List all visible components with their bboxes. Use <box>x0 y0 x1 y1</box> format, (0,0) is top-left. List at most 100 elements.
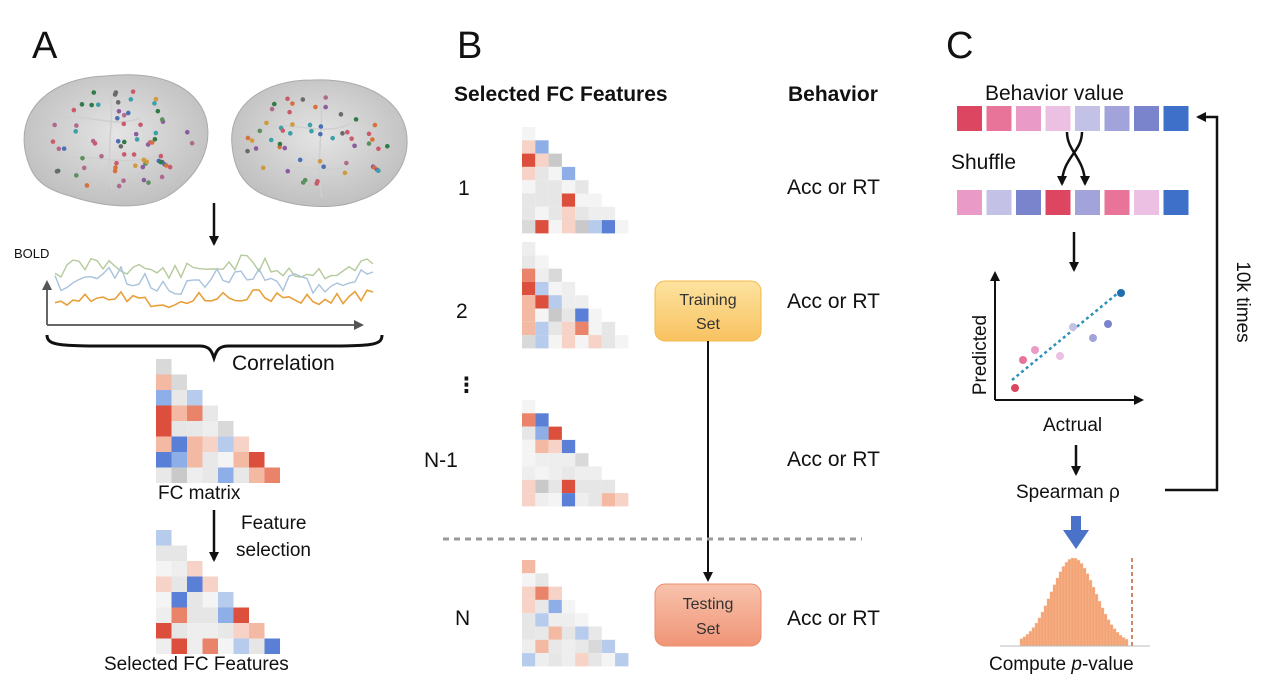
histogram-bar <box>1046 598 1051 647</box>
selected-fc-cell <box>202 607 218 623</box>
brain-region-dot <box>330 135 335 141</box>
feature-matrix-1-cell <box>522 140 536 154</box>
fc-matrix-cell <box>218 421 234 437</box>
selected-fc-cell <box>171 638 187 654</box>
brain-region-dot <box>91 90 97 95</box>
brain-region-dot <box>155 108 161 114</box>
fc-matrix-cell <box>171 374 187 390</box>
brain-region-dot <box>342 170 348 176</box>
feature-matrix-1-cell <box>561 220 576 234</box>
brain-region-dot <box>285 168 291 174</box>
feature-matrix-n-1-cell <box>561 453 576 467</box>
histogram-bar <box>1037 617 1042 647</box>
histogram-bar <box>1106 619 1111 647</box>
fc-matrix-cell <box>233 436 249 452</box>
brain-region-dot <box>159 117 165 122</box>
selected-fc-cell <box>218 623 234 639</box>
histogram-bar <box>1124 639 1129 647</box>
feature-matrix-n-1-cell <box>601 493 616 507</box>
feature-matrix-n-cell <box>535 626 549 640</box>
selected-fc-cell <box>202 592 218 608</box>
feature-matrix-2-cell <box>522 255 536 269</box>
histogram-bar <box>1082 567 1087 647</box>
brain-region-dot <box>113 90 119 95</box>
histogram-bar <box>1115 632 1120 647</box>
selected-fc-cell <box>218 638 234 654</box>
selected-fc-cell <box>171 545 187 561</box>
brain-region-dot <box>133 163 138 169</box>
selected-features-label: Selected FC Features <box>104 654 289 675</box>
behavior-value-cell <box>1016 106 1041 131</box>
testing-label-2: Set <box>696 621 721 638</box>
brain-region-dot <box>366 131 372 137</box>
feature-matrix-2-cell <box>535 268 549 282</box>
brain-region-dot <box>290 101 295 106</box>
feature-matrix-2-cell <box>561 335 576 349</box>
feature-matrix-2-cell <box>561 295 576 309</box>
brain-region-dot <box>52 122 57 128</box>
shuffled-value-cell <box>957 190 982 215</box>
shuffle-cross-arrows <box>1057 131 1090 186</box>
feature-matrix-2-cell <box>522 295 536 309</box>
fc-matrix-cell <box>264 467 280 483</box>
brain-region-dot <box>277 141 283 147</box>
brain-region-dot <box>366 141 372 146</box>
brain-region-dot <box>287 109 292 115</box>
feature-matrix-row-n <box>522 560 629 667</box>
feature-matrix-2-cell <box>588 335 602 349</box>
behavior-value-cell <box>957 106 982 131</box>
feature-selection-line2: selection <box>236 540 311 561</box>
brain-region-dot <box>152 101 157 106</box>
feature-matrix-2-cell <box>535 321 549 336</box>
selected-fc-cell <box>187 638 203 654</box>
feature-matrix-1-cell <box>588 220 602 234</box>
feature-matrix-2-cell <box>601 335 616 349</box>
bold-timeseries-green <box>54 254 374 280</box>
feature-matrix-n-1-cell <box>561 439 576 454</box>
histogram-bar <box>1064 562 1069 647</box>
feature-matrix-1-cell <box>535 193 549 207</box>
brain-region-dot <box>114 160 119 166</box>
panel-b-letter: B <box>457 25 482 67</box>
feature-matrix-1-cell <box>522 206 536 221</box>
scatter-point <box>1056 352 1064 360</box>
brain-region-dot <box>128 97 134 102</box>
shuffled-value-cell <box>1045 190 1071 215</box>
feature-matrix-n-1-cell <box>535 479 549 494</box>
brain-region-dot <box>130 89 136 94</box>
compute-p-value-label: Compute p-value <box>989 654 1134 675</box>
brain-region-dot <box>74 123 79 128</box>
feature-matrix-2-cell <box>548 295 562 309</box>
row-index-n-1: N-1 <box>424 449 458 472</box>
brain-region-dot <box>95 102 101 108</box>
feature-matrix-n-1-cell <box>522 400 536 414</box>
feature-matrix-n-cell <box>522 573 536 587</box>
brain-region-dot <box>280 128 286 133</box>
fc-matrix-cell <box>187 405 203 421</box>
feature-matrix-2-cell <box>575 321 589 336</box>
row-index-1: 1 <box>458 177 470 200</box>
shuffled-value-cell <box>1104 190 1130 215</box>
repeat-label: 10k times <box>1232 261 1253 342</box>
feature-matrix-n-1-cell <box>588 466 602 480</box>
feature-matrix-2-cell <box>588 308 602 322</box>
feature-matrix-n-1-cell <box>575 493 589 507</box>
scatter-point <box>1069 323 1077 331</box>
brain-region-dot <box>73 173 79 178</box>
shuffled-value-cell <box>986 190 1012 215</box>
selected-fc-cell <box>233 638 249 654</box>
feature-matrix-n-1-cell <box>561 466 576 480</box>
fc-matrix-cell <box>202 436 218 452</box>
fc-matrix-cell <box>156 436 172 452</box>
selected-fc-cell <box>156 607 172 623</box>
feature-matrix-n-1-cell <box>535 453 549 467</box>
brain-region-dot <box>92 141 98 146</box>
selected-fc-cell <box>171 576 187 592</box>
brain-region-dot <box>115 139 121 144</box>
feature-matrix-2-cell <box>535 295 549 309</box>
feature-matrix-n-1-cell <box>548 466 562 480</box>
feature-matrix-n-cell <box>522 626 536 640</box>
feature-matrix-n-cell <box>535 639 549 654</box>
brain-region-dot <box>99 153 104 159</box>
fc-matrix-cell <box>156 359 172 375</box>
